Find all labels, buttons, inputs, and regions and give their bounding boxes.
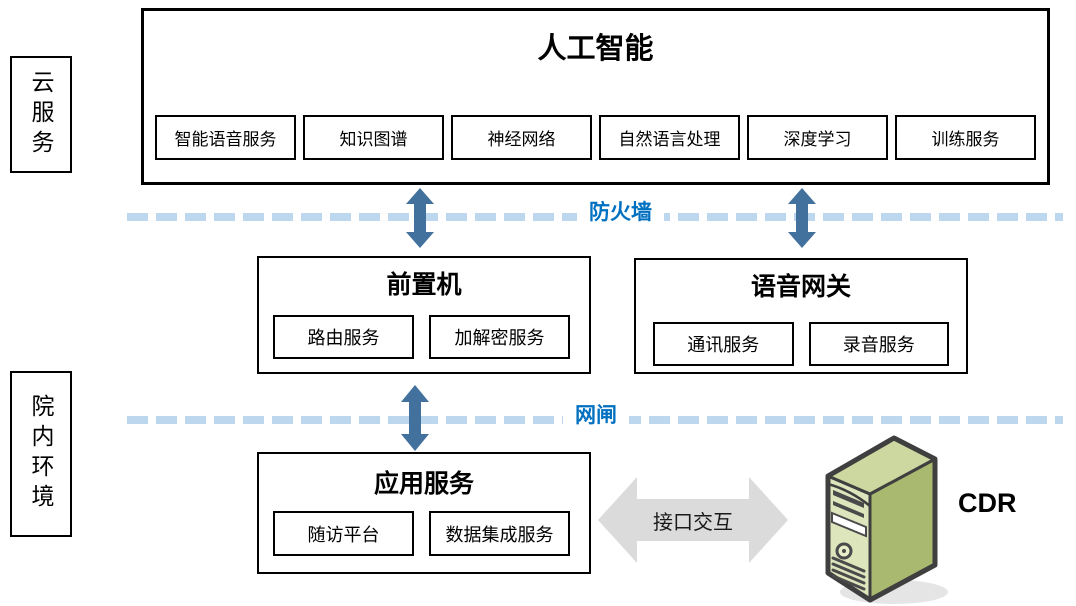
interface-arrow: 接口交互 — [597, 468, 789, 572]
app-service-title: 应用服务 — [373, 470, 474, 498]
front-processor-box: 前置机 路由服务 加解密服务 — [257, 256, 591, 374]
cdr-server — [806, 432, 948, 606]
double-arrow-vertical-icon — [788, 188, 816, 248]
ai-services-row: 智能语音服务 知识图谱 神经网络 自然语言处理 深度学习 训练服务 — [155, 115, 1036, 160]
service-box-routing: 路由服务 — [273, 315, 414, 359]
ai-box: 人工智能 智能语音服务 知识图谱 神经网络 自然语言处理 深度学习 训练服务 — [141, 8, 1050, 185]
front-processor-title: 前置机 — [386, 271, 462, 299]
ai-box-title: 人工智能 — [537, 33, 654, 65]
service-box-nlp: 自然语言处理 — [599, 115, 740, 160]
voice-gateway-services-row: 通讯服务 录音服务 — [653, 322, 949, 366]
app-service-box: 应用服务 随访平台 数据集成服务 — [257, 452, 591, 574]
service-box-neural-network: 神经网络 — [451, 115, 592, 160]
hospital-zone-label: 院内环境 — [10, 371, 72, 537]
cdr-label: CDR — [958, 488, 1017, 518]
service-box-knowledge-graph: 知识图谱 — [303, 115, 444, 160]
service-box-training: 训练服务 — [895, 115, 1036, 160]
app-service-services-row: 随访平台 数据集成服务 — [273, 511, 570, 556]
service-box-followup-platform: 随访平台 — [273, 511, 414, 556]
service-box-voice: 智能语音服务 — [155, 115, 296, 160]
voice-gateway-title: 语音网关 — [750, 273, 851, 301]
service-box-encryption: 加解密服务 — [429, 315, 570, 359]
service-box-deep-learning: 深度学习 — [747, 115, 888, 160]
service-box-communication: 通讯服务 — [653, 322, 794, 366]
voice-gateway-box: 语音网关 通讯服务 录音服务 — [634, 258, 968, 374]
front-processor-services-row: 路由服务 加解密服务 — [273, 315, 570, 359]
cloud-zone-label: 云服务 — [10, 56, 72, 173]
gatekeeper-label: 网闸 — [563, 402, 629, 430]
firewall-label: 防火墙 — [577, 199, 664, 227]
interface-arrow-label: 接口交互 — [653, 511, 733, 534]
service-box-data-integration: 数据集成服务 — [429, 511, 570, 556]
server-tower-icon — [825, 435, 948, 604]
double-arrow-vertical-icon — [401, 385, 429, 451]
double-arrow-horizontal-icon — [598, 477, 788, 563]
service-box-recording: 录音服务 — [808, 322, 949, 366]
double-arrow-vertical-icon — [406, 188, 434, 248]
